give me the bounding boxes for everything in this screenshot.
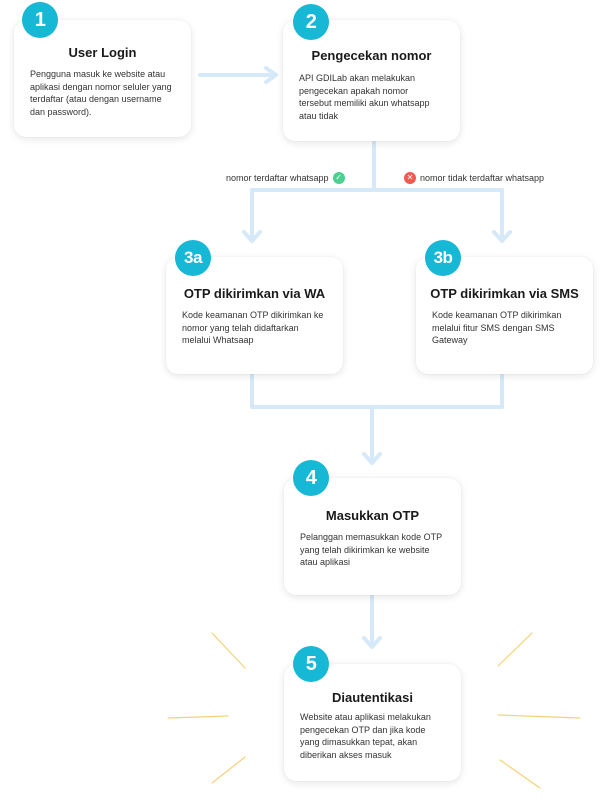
step-title: Pengecekan nomor [311,48,432,63]
step-badge-3b: 3b [425,240,461,276]
step-card-diautentikasi: Diautentikasi Website atau aplikasi mela… [284,664,461,781]
arrowhead-3a [242,230,262,243]
ray [497,714,581,719]
step-description: Kode keamanan OTP dikirimkan melalui fit… [432,310,562,345]
step-badge-3a: 3a [175,240,211,276]
step-card-pengecekan-nomor: Pengecekan nomor API GDILab akan melakuk… [283,20,460,141]
ray [167,715,229,719]
step-title: OTP dikirimkan via WA [183,286,326,301]
step-badge-4: 4 [293,460,329,496]
arrowhead-4 [362,452,382,465]
step-description: Pengguna masuk ke website atau aplikasi … [30,69,172,117]
branch-label-registered: nomor terdaftar whatsapp ✓ [226,172,345,184]
step-card-user-login: User Login Pengguna masuk ke website ata… [14,20,191,137]
step-description: Pelanggan memasukkan kode OTP yang telah… [300,532,443,567]
ray [211,756,246,784]
step-card-otp-via-sms: OTP dikirimkan via SMS Kode keamanan OTP… [416,257,593,374]
step-card-masukkan-otp: Masukkan OTP Pelanggan memasukkan kode O… [284,478,461,595]
step-description: Website atau aplikasi melakukan pengecek… [300,712,431,760]
step-title: OTP dikirimkan via SMS [430,286,579,301]
step-badge-5: 5 [293,646,329,682]
branch-label-not-registered: ✕ nomor tidak terdaftar whatsapp [404,172,544,184]
step-title: Diautentikasi [332,690,413,705]
step-badge-2: 2 [293,4,329,40]
step-badge-1: 1 [22,2,58,38]
ray [497,632,533,667]
arrowhead-3b [492,230,512,243]
step-title: User Login [68,45,137,60]
check-icon: ✓ [332,172,345,184]
ray [499,759,541,789]
arrowhead-5 [362,636,382,649]
ray [211,632,246,669]
arrowhead-2 [264,66,278,84]
step-title: Masukkan OTP [325,508,420,523]
step-description: Kode keamanan OTP dikirimkan ke nomor ya… [182,310,324,345]
cross-icon: ✕ [404,172,416,184]
step-card-otp-via-wa: OTP dikirimkan via WA Kode keamanan OTP … [166,257,343,374]
step-description: API GDILab akan melakukan pengecekan apa… [299,73,430,121]
